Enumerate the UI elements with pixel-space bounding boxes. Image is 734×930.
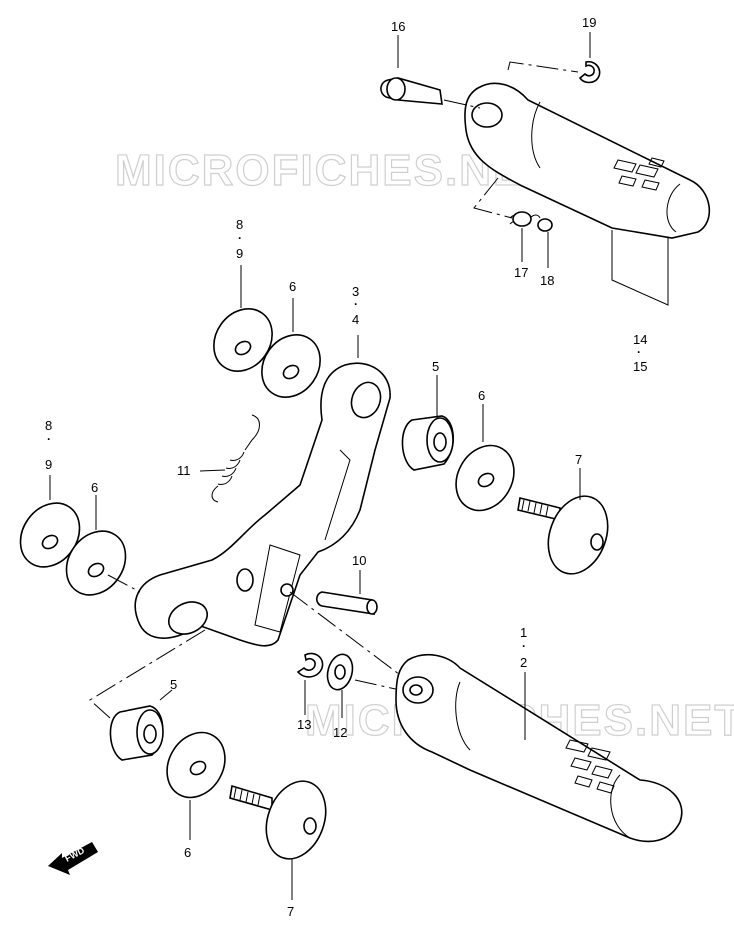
callout-16: 16 [391, 19, 405, 34]
callout-5-upper: 5 [432, 359, 439, 374]
callout-labels: 16 19 17 18 14 · 15 8 · 9 6 3 · 4 5 6 7 … [45, 15, 647, 919]
callout-17: 17 [514, 265, 528, 280]
footrest-bracket-3-4 [134, 335, 391, 647]
callout-7-upper: 7 [575, 452, 582, 467]
callout-6-lower: 6 [184, 845, 191, 860]
callout-12: 12 [333, 725, 347, 740]
callout-5-lower: 5 [170, 677, 177, 692]
spring-11 [199, 414, 260, 503]
callout-8-upper: 8 [236, 217, 243, 232]
callout-14: 14 [633, 332, 647, 347]
lower-footrest-assembly [395, 653, 683, 843]
callout-13: 13 [297, 717, 311, 732]
callout-7-lower: 7 [287, 904, 294, 919]
bolt-7-lower [229, 780, 327, 900]
callout-19: 19 [582, 15, 596, 30]
spring-17 [509, 211, 541, 227]
upper-footrest-rubber-ribs [613, 157, 665, 191]
callout-8-lower: 8 [45, 418, 52, 433]
callout-11: 11 [177, 463, 191, 478]
callout-4: 4 [352, 312, 359, 327]
pin-16 [380, 35, 443, 105]
callout-18: 18 [540, 273, 554, 288]
callout-9-lower: 9 [45, 457, 52, 472]
svg-text:·: · [637, 345, 641, 359]
collar-5-lower [109, 689, 173, 761]
forward-direction-arrow: FWD [48, 842, 98, 875]
svg-text:·: · [522, 639, 526, 653]
svg-text:·: · [354, 297, 358, 311]
upper-footrest-bracket [464, 82, 711, 239]
e-ring-13 [296, 652, 324, 678]
callout-1: 1 [520, 625, 527, 640]
upper-footrest-pivot-hole [471, 102, 503, 128]
callout-6-upper: 6 [289, 279, 296, 294]
callout-6-lower-left: 6 [91, 480, 98, 495]
ball-18 [537, 218, 553, 232]
callout-9-upper: 9 [236, 246, 243, 261]
callout-3: 3 [352, 284, 359, 299]
upper-footrest-assembly [464, 82, 711, 306]
callout-6-mid: 6 [478, 388, 485, 403]
upper-footrest-leader-box [611, 230, 669, 306]
e-ring-19 [578, 60, 601, 84]
svg-text:·: · [47, 432, 51, 446]
pin-10 [315, 570, 378, 615]
callout-15: 15 [633, 359, 647, 374]
lower-footrest-rubber-ribs [565, 739, 615, 794]
callout-10: 10 [352, 553, 366, 568]
svg-text:·: · [238, 231, 242, 245]
bolt-7-upper [517, 468, 609, 575]
callout-2: 2 [520, 655, 527, 670]
collar-5-upper [401, 375, 454, 471]
